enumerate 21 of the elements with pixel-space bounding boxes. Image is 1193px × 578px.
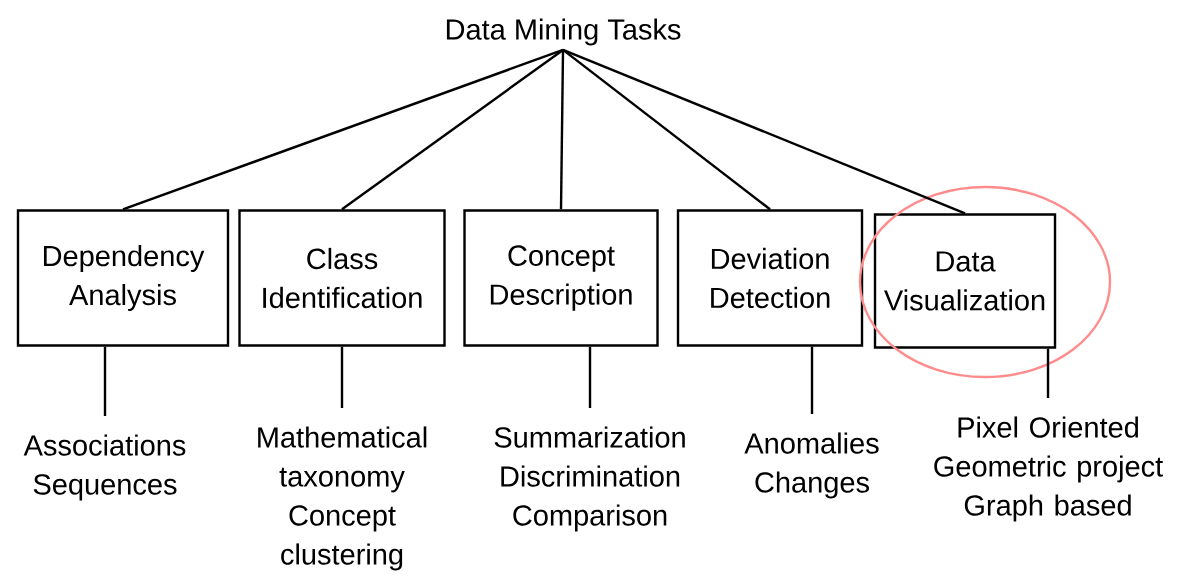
task-box: Concept Description: [463, 209, 659, 347]
subtask-list: Pixel Oriented Geometric project Graph based: [934, 416, 1163, 522]
task-box: Deviation Detection: [676, 209, 864, 347]
subtask-list: Associations Sequences: [23, 434, 186, 501]
connector-line: [122, 48, 564, 211]
connector-line: [341, 48, 564, 211]
connector-line: [340, 346, 344, 408]
connector-line: [562, 48, 771, 211]
task-box: Data Visualization: [873, 213, 1057, 349]
title-text: Data Mining Tasks: [446, 18, 681, 46]
connector-line: [810, 346, 814, 414]
task-box: Class Identification: [238, 209, 446, 347]
task-box: Dependency Analysis: [16, 209, 230, 347]
connector-line: [562, 48, 966, 215]
connector-line: [588, 346, 592, 408]
connector-line: [1046, 348, 1050, 398]
subtask-list: Summarization Discrimination Comparison: [494, 426, 685, 532]
connector-line: [559, 49, 565, 210]
connector-line: [103, 346, 107, 416]
subtask-list: Mathematical taxonomy Concept clustering: [258, 426, 427, 571]
subtask-list: Anomalies Changes: [744, 432, 879, 499]
